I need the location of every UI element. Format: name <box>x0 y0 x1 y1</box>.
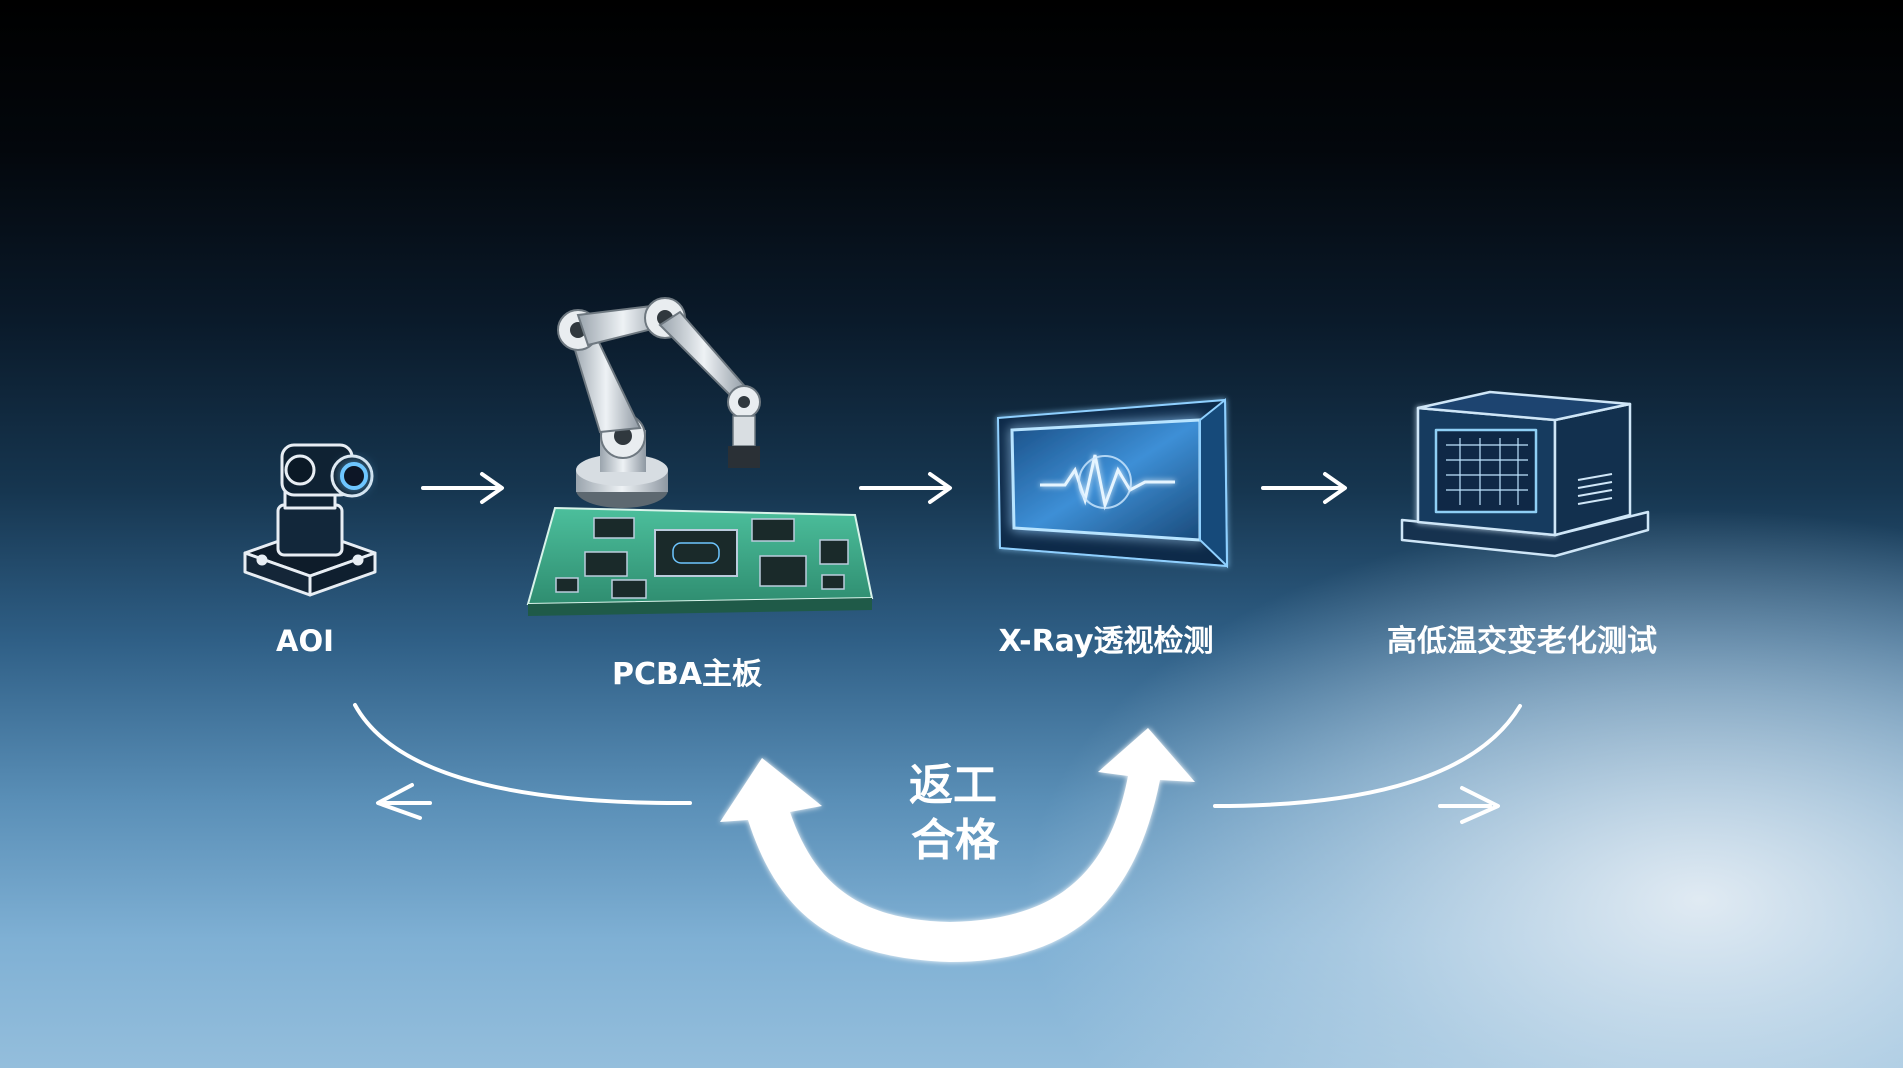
rework-return-arrow <box>353 703 692 820</box>
pass-forward-arrow <box>1213 704 1522 824</box>
arrow-aoi-to-pcba <box>421 472 504 504</box>
pass-label: 合格 <box>911 815 1000 866</box>
arrow-xray-to-aging <box>1261 472 1347 504</box>
arrow-pcba-to-xray <box>859 472 952 504</box>
aoi-camera-icon <box>243 443 377 597</box>
aoi-label: AOI <box>276 624 334 658</box>
rework-loop-arrow <box>720 728 1195 962</box>
xray-screen-icon <box>996 397 1229 569</box>
aging-chamber-icon <box>1400 390 1650 558</box>
pcba-label: PCBA主板 <box>612 657 762 692</box>
pcba-robot-icon <box>526 297 874 616</box>
aging-label: 高低温交变老化测试 <box>1387 624 1657 659</box>
rework-label: 返工 <box>909 760 997 811</box>
xray-label: X-Ray透视检测 <box>998 624 1213 659</box>
